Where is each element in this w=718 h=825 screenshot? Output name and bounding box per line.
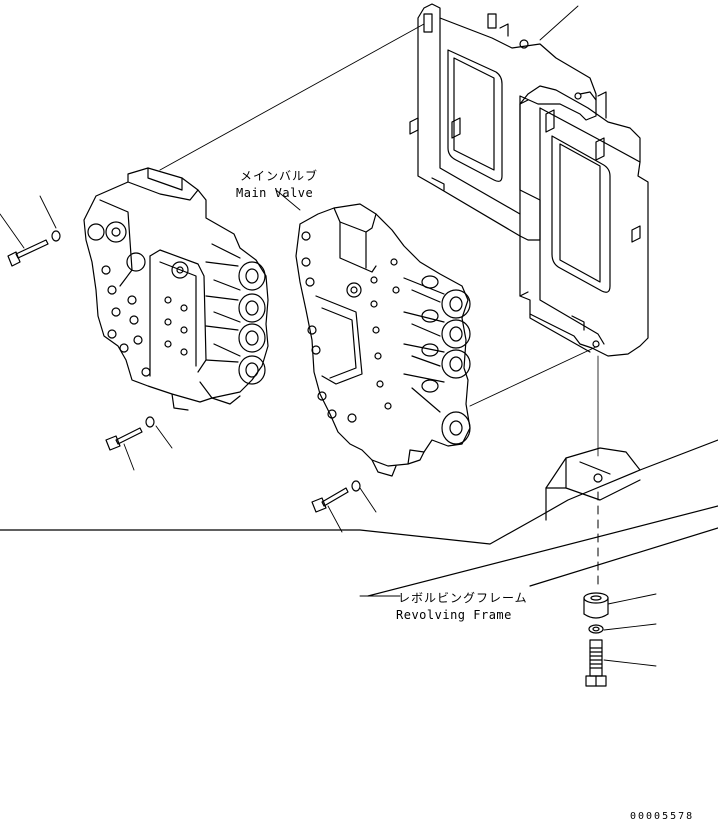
revolving-frame-label-en: Revolving Frame: [396, 608, 512, 622]
spacer: [583, 592, 609, 619]
revolving-frame-label-jp: レボルビングフレーム: [398, 591, 528, 605]
valve-bolt-heads: [301, 231, 400, 423]
valve-bolt-heads: [101, 265, 188, 377]
main-valve-label-en: Main Valve: [236, 186, 314, 200]
drawing-code: 00005578: [630, 811, 695, 822]
valve-solenoids: [403, 275, 471, 445]
valve-bolt-lower-right: [311, 480, 361, 513]
valve-bolt-upper-left: [7, 230, 61, 267]
revolving-frame: [0, 439, 718, 597]
valve-bolt-lower-left: [105, 416, 155, 451]
valve-bracket: [409, 3, 649, 357]
washer: [588, 624, 604, 634]
main-valve-left: [83, 167, 269, 411]
leader-lines: [0, 5, 657, 667]
main-valve-label-jp: メインバルブ: [240, 169, 319, 183]
valve-solenoids: [205, 243, 266, 385]
main-valve-right: [295, 203, 471, 477]
mounting-bolt: [585, 639, 607, 687]
